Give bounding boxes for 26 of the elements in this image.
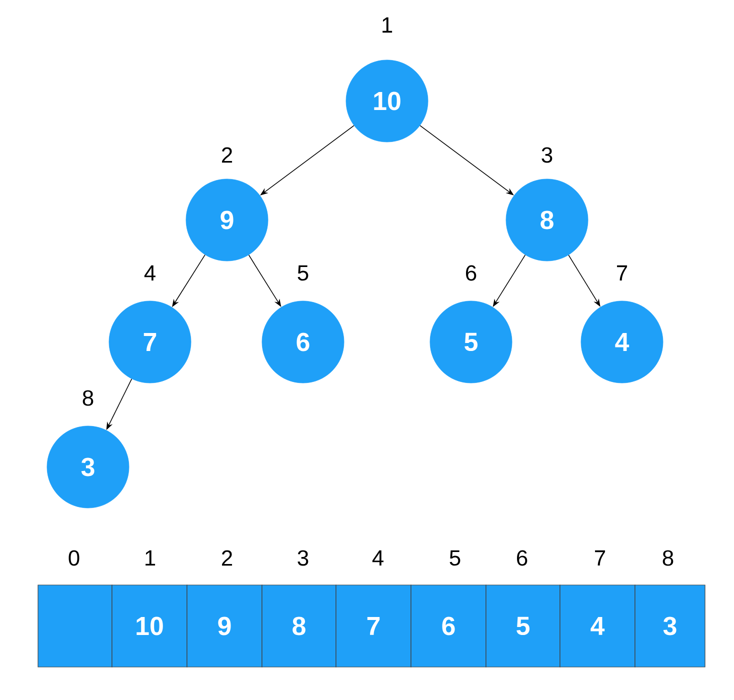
array-cell: 6 [410, 584, 486, 668]
index-label: 1 [146, 550, 156, 566]
index-label: 4 [144, 265, 156, 281]
array-cell: 10 [112, 584, 188, 668]
index-label: 2 [222, 147, 232, 163]
index-label: 2 [222, 550, 232, 566]
index-label: 6 [517, 550, 528, 566]
array-cell: 4 [560, 584, 636, 668]
array-cell: 3 [634, 584, 706, 668]
array-cell: 5 [486, 584, 560, 668]
array-cell: 7 [336, 584, 412, 668]
index-label: 6 [466, 265, 476, 281]
index-label: 8 [82, 390, 94, 406]
index-label: 7 [595, 550, 606, 566]
array-cell: 8 [262, 584, 336, 668]
index-label: 8 [662, 550, 674, 566]
index-label: 3 [542, 147, 552, 163]
index-label: 3 [298, 550, 308, 566]
index-label: 5 [450, 550, 460, 566]
index-label: 5 [298, 265, 308, 281]
index-label: 7 [617, 265, 628, 281]
array-cell [38, 584, 112, 668]
index-label: 0 [68, 550, 80, 566]
index-label: 4 [372, 550, 384, 566]
array-cell: 9 [186, 584, 262, 668]
index-label: 1 [382, 17, 392, 33]
